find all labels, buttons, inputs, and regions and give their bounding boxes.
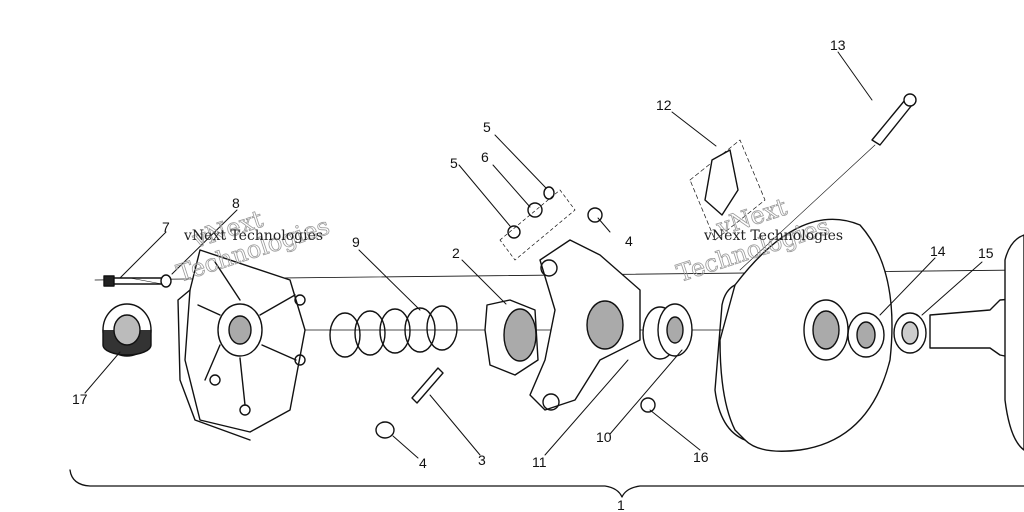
part-labels: 1 2 3 4 4 5 5 6 7 8 9 10 11 12 13 14 15 … [72,37,994,512]
label-8: 8 [232,195,240,211]
part-13-bolt [739,93,917,271]
part-spider [529,239,641,411]
label-3: 3 [478,452,486,468]
part-2-nut [484,299,539,376]
part-shaft [929,234,1024,451]
part-7-bolt [103,275,163,287]
label-5-lower: 5 [450,155,458,171]
part-5-6-fasteners [499,186,576,261]
label-15: 15 [978,245,994,261]
label-9: 9 [352,234,360,250]
leader-lines [84,51,983,459]
watermark-text-6: vNext Technologies [703,228,843,244]
label-6: 6 [481,149,489,165]
assembly-brace [69,469,1024,498]
label-4-upper: 4 [625,233,633,249]
part-3-pin [411,367,444,404]
part-15-washer [893,312,927,354]
label-1: 1 [617,497,625,512]
label-13: 13 [830,37,846,53]
label-16: 16 [693,449,709,465]
part-17-bushing [102,303,152,357]
part-10-spring-seat [642,303,693,360]
label-17: 17 [72,391,88,407]
part-16-nut [640,397,656,413]
part-cover-plate [177,249,306,441]
part-14-washer [847,312,885,358]
label-4-lower: 4 [419,455,427,471]
label-12: 12 [656,97,672,113]
label-11: 11 [532,454,547,470]
label-5-upper: 5 [483,119,491,135]
part-8-washer [160,274,172,288]
label-7: 7 [162,219,170,235]
part-9-spring [329,305,458,358]
watermark-text-3: vNext Technologies [183,228,323,244]
part-sheave-housing [714,218,893,452]
label-10: 10 [596,429,612,445]
part-4-roller-lower [375,421,395,439]
part-12-shoe [689,139,766,241]
watermark: vNext Technologies vNext Technologies vN… [173,192,843,288]
label-2: 2 [452,245,460,261]
label-14: 14 [930,243,946,259]
